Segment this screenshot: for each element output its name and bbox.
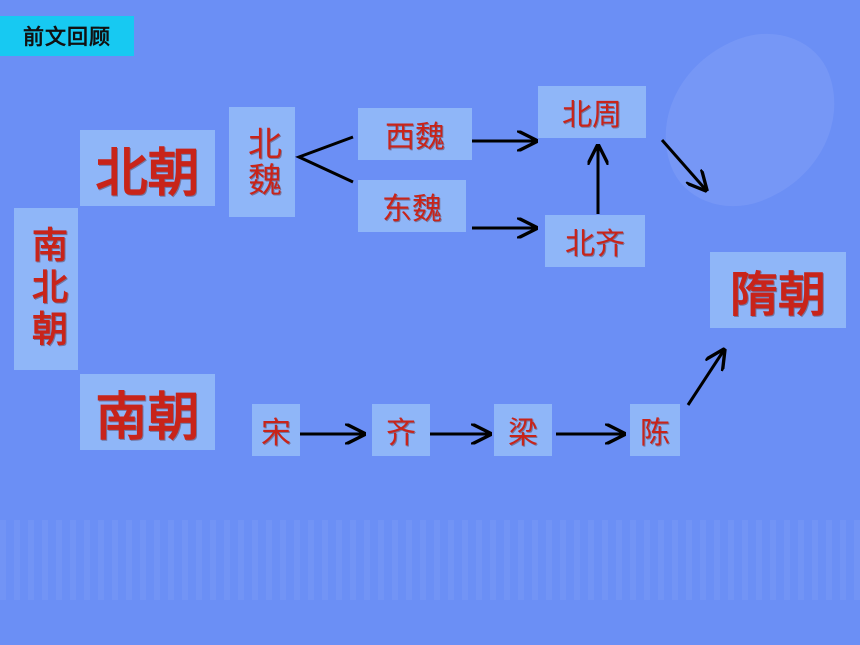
node-beiwei: 北魏 — [229, 107, 295, 217]
root-nanbeichao: 南北朝 — [14, 208, 78, 370]
node-chen: 陈 — [630, 404, 680, 456]
split-bracket — [295, 135, 354, 184]
node-qi: 齐 — [372, 404, 430, 456]
arrow-beizhou-sui — [660, 139, 706, 190]
node-nanchao: 南朝 — [80, 374, 215, 450]
section-title: 前文回顾 — [0, 16, 134, 56]
node-song: 宋 — [252, 404, 300, 456]
node-beiqi: 北齐 — [545, 215, 645, 267]
background-texture-band — [0, 520, 860, 600]
node-beichao: 北朝 — [80, 130, 215, 206]
node-dongwei: 东魏 — [358, 180, 466, 232]
node-liang: 梁 — [494, 404, 552, 456]
node-suichao: 隋朝 — [710, 252, 846, 328]
node-beizhou: 北周 — [538, 86, 646, 138]
arrow-chen-sui — [686, 350, 724, 406]
node-xiwei: 西魏 — [358, 108, 472, 160]
